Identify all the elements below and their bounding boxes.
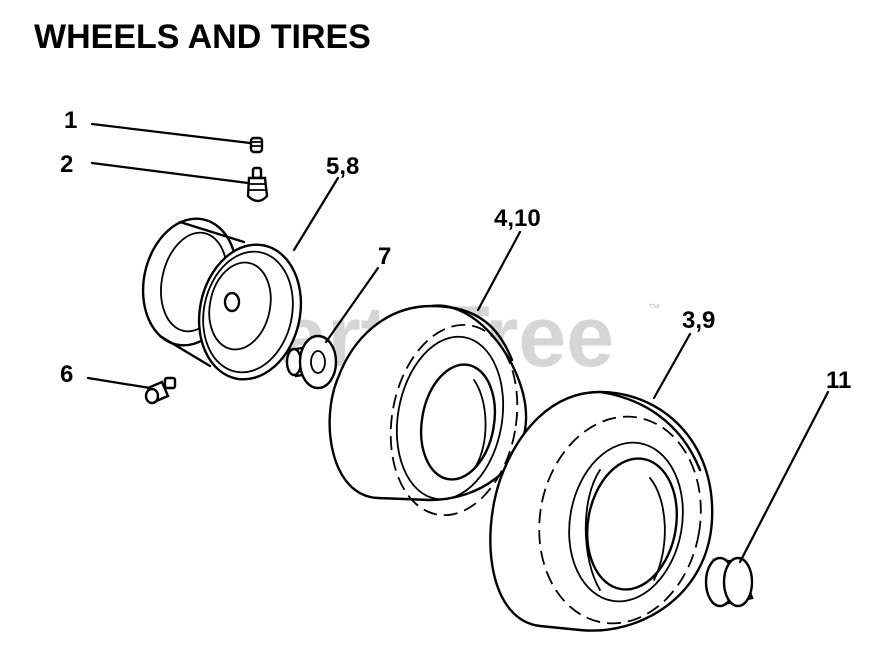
callout-11[interactable]: 11 bbox=[826, 367, 851, 394]
wheel-rim-part[interactable] bbox=[132, 210, 313, 389]
callout-7[interactable]: 7 bbox=[378, 243, 391, 270]
callout-3-9[interactable]: 3,9 bbox=[682, 307, 715, 334]
valve-cap-part[interactable] bbox=[249, 136, 264, 154]
grease-fitting-part[interactable] bbox=[144, 376, 177, 405]
watermark-trademark: ™ bbox=[648, 301, 660, 315]
callout-5-8[interactable]: 5,8 bbox=[326, 153, 359, 180]
callout-6[interactable]: 6 bbox=[60, 361, 73, 388]
callout-labels: 1 2 5,8 7 4,10 3,9 6 11 bbox=[60, 107, 851, 394]
bushing-washer-part[interactable] bbox=[285, 334, 338, 390]
page-title: WHEELS AND TIRES bbox=[34, 18, 371, 56]
hub-cap-part[interactable] bbox=[704, 556, 754, 608]
leader-lines bbox=[86, 122, 830, 564]
front-tire-part[interactable] bbox=[328, 304, 532, 526]
valve-stem-part[interactable] bbox=[246, 166, 269, 203]
callout-1[interactable]: 1 bbox=[64, 107, 77, 134]
rear-tire-part[interactable] bbox=[489, 390, 717, 636]
callout-2[interactable]: 2 bbox=[60, 151, 73, 178]
callout-4-10[interactable]: 4,10 bbox=[494, 205, 541, 232]
